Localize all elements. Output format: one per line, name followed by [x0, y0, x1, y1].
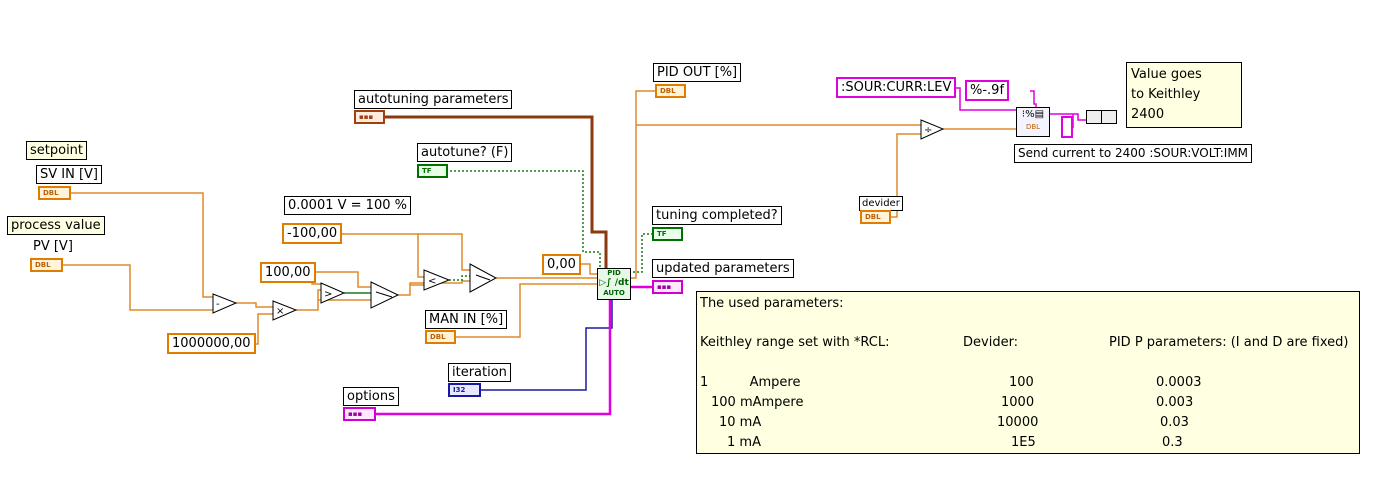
wire-pid-out — [629, 90, 655, 279]
wire-autotuning — [385, 115, 608, 268]
divide-node — [920, 119, 945, 140]
select-2-mark — [475, 274, 491, 281]
greater-glyph: > — [324, 289, 332, 300]
value-goes-line-1: Value goes — [1131, 67, 1202, 82]
note-col2-header: Devider: — [963, 335, 1019, 350]
constant-format[interactable]: %-.9f — [965, 80, 1010, 101]
wire-iteration — [480, 298, 613, 391]
autotuning-parameters-terminal[interactable]: ▪▪▪ — [354, 110, 385, 124]
tuning-completed-terminal[interactable]: TF — [652, 227, 683, 241]
note-row-2-devider: 1000 — [1001, 395, 1035, 410]
label-pid-out: PID OUT [%] — [653, 63, 742, 82]
devider-terminal[interactable]: DBL — [860, 210, 891, 224]
label-autotune: autotune? (F) — [417, 143, 513, 162]
constant-minus-100[interactable]: -100,00 — [282, 223, 343, 244]
label-iteration: iteration — [448, 363, 511, 382]
constant-million[interactable]: 1000000,00 — [167, 333, 256, 354]
label-options: options — [343, 387, 399, 406]
greater-node — [320, 282, 346, 304]
wire-sub-mult — [236, 302, 273, 308]
wire-m100b — [418, 233, 470, 271]
wire-pv — [62, 264, 213, 311]
less-glyph: < — [428, 276, 436, 287]
constant-zero[interactable]: 0,00 — [542, 254, 581, 275]
pid-block-title: PID — [607, 269, 621, 277]
visa-write-icon[interactable] — [1086, 110, 1102, 124]
constant-plus-100[interactable]: 100,00 — [260, 262, 316, 283]
note-row-4-p: 0.3 — [1162, 435, 1183, 450]
format-dbl-icon: DBL — [1025, 123, 1041, 131]
less-node — [423, 269, 451, 291]
wire-autotune — [450, 170, 601, 268]
note-row-1-devider: 100 — [1009, 375, 1034, 390]
wire-100b — [312, 271, 371, 288]
note-row-4-devider: 1E5 — [1011, 435, 1036, 450]
label-devider: devider — [859, 196, 903, 211]
updated-parameters-terminal[interactable]: ▪▪▪ — [652, 280, 683, 294]
label-man-in: MAN IN [%] — [425, 310, 508, 329]
wire-sel-out2 — [409, 280, 470, 285]
wire-sv-in — [70, 192, 213, 298]
note-title: The used parameters: — [700, 296, 844, 311]
pid-out-terminal[interactable]: DBL — [655, 84, 686, 98]
note-row-4-range: 1 mA — [727, 435, 761, 450]
pid-autotuning-block[interactable]: PID ▷∫ ∕dt AUTO — [597, 268, 631, 300]
wire-fmt-out — [1048, 113, 1086, 121]
wire-options — [374, 298, 612, 416]
wire-sour-curr — [955, 87, 1016, 111]
visa-resource-icon[interactable] — [1101, 110, 1117, 124]
label-setpoint: setpoint — [26, 141, 88, 160]
label-value-goes: Value goes to Keithley 2400 — [1126, 62, 1242, 128]
multiply-glyph: × — [276, 306, 284, 317]
wire-sel-out — [398, 284, 424, 296]
label-pv: PV [V] — [33, 239, 73, 254]
multiply-node — [272, 300, 298, 321]
wire-man-in — [455, 283, 597, 338]
wire-format — [1030, 90, 1037, 107]
value-goes-line-2: to Keithley 2400 — [1131, 87, 1201, 122]
format-icon: ⁝%▤ — [1021, 109, 1045, 120]
wire-mult-out — [296, 299, 371, 311]
wire-m100 — [338, 233, 424, 278]
label-autotuning-parameters: autotuning parameters — [354, 90, 513, 109]
note-row-1-p: 0.0003 — [1156, 375, 1202, 390]
sv-in-terminal[interactable]: DBL — [38, 186, 71, 200]
man-in-terminal[interactable]: DBL — [425, 330, 456, 344]
note-col3-header: PID P parameters: (I and D are fixed) — [1109, 335, 1349, 350]
subtract-glyph: - — [216, 299, 220, 310]
iteration-terminal[interactable]: I32 — [448, 383, 481, 397]
wire-lt-sel — [449, 275, 470, 281]
label-process-value: process value — [7, 216, 105, 235]
note-row-2-range: 100 mAmpere — [711, 395, 804, 410]
options-terminal[interactable]: ▪▪▪ — [343, 407, 376, 421]
wire-zero — [578, 263, 597, 275]
pv-terminal[interactable]: DBL — [30, 258, 63, 272]
label-send-current: Send current to 2400 :SOUR:VOLT:IMM — [1014, 144, 1253, 163]
note-row-3-devider: 10000 — [997, 415, 1039, 430]
label-scale-note: 0.0001 V = 100 % — [284, 196, 411, 215]
wire-mult-gt — [317, 289, 321, 300]
parameters-note: The used parameters: Keithley range set … — [696, 291, 1360, 454]
wire-devider — [891, 133, 921, 218]
note-row-2-p: 0.003 — [1156, 395, 1194, 410]
label-updated-parameters: updated parameters — [652, 259, 794, 278]
subtract-node — [212, 293, 238, 314]
note-row-3-p: 0.03 — [1160, 415, 1189, 430]
string-output-indicator — [1061, 116, 1073, 138]
select-1-mark — [375, 291, 393, 298]
constant-sour-curr[interactable]: :SOUR:CURR:LEV — [836, 77, 957, 98]
format-into-string-node[interactable]: ⁝%▤ DBL — [1016, 107, 1050, 137]
note-col1-header: Keithley range set with *RCL: — [700, 335, 890, 350]
pid-block-icon: ▷∫ ∕dt — [599, 278, 629, 288]
label-sv-in: SV IN [V] — [36, 165, 103, 184]
note-row-1-range: 1 Ampere — [700, 375, 801, 390]
pid-block-mode: AUTO — [603, 289, 625, 297]
note-row-3-range: 10 mA — [719, 415, 762, 430]
autotune-terminal[interactable]: TF — [417, 164, 448, 178]
divide-glyph: ÷ — [924, 125, 932, 136]
wire-tuning-completed — [629, 233, 652, 273]
label-tuning-completed: tuning completed? — [652, 206, 782, 225]
